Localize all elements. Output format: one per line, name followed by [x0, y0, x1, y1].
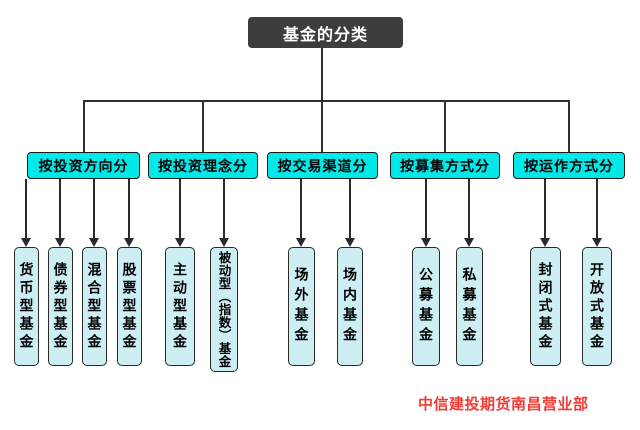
- category-label: 按投资方向分: [38, 157, 129, 174]
- arrowhead-icon: [421, 238, 431, 247]
- leaf-label: 被动型（指数）基金: [216, 251, 231, 368]
- connector-drop-5: [568, 100, 570, 153]
- arrowhead-icon: [296, 238, 306, 247]
- category-label: 按运作方式分: [524, 157, 614, 174]
- arrow-shaft: [349, 179, 351, 239]
- arrow-shaft: [25, 179, 27, 239]
- down-arrow-icon: [296, 179, 306, 248]
- category-label: 按募集方式分: [400, 157, 490, 174]
- category-node-trading-channel: 按交易渠道分: [267, 152, 378, 179]
- arrowhead-icon: [55, 238, 65, 247]
- arrow-shaft: [128, 179, 130, 239]
- leaf-node-active-fund: 主动型基金: [165, 247, 195, 366]
- arrowhead-icon: [124, 238, 134, 247]
- down-arrow-icon: [421, 179, 431, 248]
- leaf-node-private-fund: 私募基金: [456, 247, 483, 366]
- arrowhead-icon: [89, 238, 99, 247]
- leaf-label: 货币型基金: [18, 261, 35, 352]
- leaf-label: 开放式基金: [589, 261, 605, 352]
- arrowhead-icon: [540, 238, 550, 247]
- arrowhead-icon: [464, 238, 474, 247]
- down-arrow-icon: [464, 179, 474, 248]
- arrowhead-icon: [175, 238, 185, 247]
- down-arrow-icon: [175, 179, 185, 248]
- leaf-node-stock-fund: 股票型基金: [117, 247, 142, 366]
- leaf-node-otc-fund: 场外基金: [288, 247, 315, 366]
- down-arrow-icon: [219, 179, 229, 248]
- down-arrow-icon: [345, 179, 355, 248]
- down-arrow-icon: [124, 179, 134, 248]
- arrowhead-icon: [219, 238, 229, 247]
- leaf-node-money-fund: 货币型基金: [14, 247, 39, 366]
- leaf-label: 场内基金: [342, 266, 358, 347]
- down-arrow-icon: [89, 179, 99, 248]
- arrow-shaft: [93, 179, 95, 239]
- arrow-shaft: [544, 179, 546, 239]
- arrowhead-icon: [345, 238, 355, 247]
- leaf-node-hybrid-fund: 混合型基金: [82, 247, 107, 366]
- down-arrow-icon: [540, 179, 550, 248]
- root-node-title: 基金的分类: [248, 17, 403, 48]
- leaf-node-public-fund: 公募基金: [412, 247, 440, 366]
- leaf-node-exchange-fund: 场内基金: [337, 247, 363, 366]
- connector-horizontal-bus: [83, 100, 570, 102]
- connector-root-vertical: [321, 48, 323, 101]
- down-arrow-icon: [55, 179, 65, 248]
- category-label: 按投资理念分: [158, 157, 248, 174]
- leaf-label: 场外基金: [293, 266, 310, 347]
- category-node-fundraising-method: 按募集方式分: [390, 152, 500, 179]
- leaf-label: 债券型基金: [52, 261, 69, 352]
- arrow-shaft: [300, 179, 302, 239]
- arrow-shaft: [468, 179, 470, 239]
- leaf-node-passive-index-fund: 被动型（指数）基金: [210, 247, 238, 372]
- category-label: 按交易渠道分: [277, 157, 368, 174]
- connector-drop-3: [321, 100, 323, 153]
- connector-drop-1: [83, 100, 85, 153]
- leaf-label: 混合型基金: [86, 261, 103, 352]
- arrow-shaft: [59, 179, 61, 239]
- leaf-node-closed-end-fund: 封闭式基金: [530, 247, 561, 366]
- leaf-label: 封闭式基金: [537, 261, 554, 352]
- category-node-investment-philosophy: 按投资理念分: [148, 152, 258, 179]
- credit-text: 中信建投期货南昌营业部: [418, 396, 589, 413]
- leaf-node-bond-fund: 债券型基金: [48, 247, 73, 366]
- arrow-shaft: [223, 179, 225, 239]
- arrow-shaft: [179, 179, 181, 239]
- category-node-investment-direction: 按投资方向分: [27, 152, 140, 179]
- arrowhead-icon: [592, 238, 602, 247]
- leaf-label: 私募基金: [461, 266, 478, 347]
- category-node-operation-method: 按运作方式分: [513, 152, 625, 179]
- arrow-shaft: [596, 179, 598, 239]
- leaf-label: 股票型基金: [121, 261, 138, 352]
- arrow-shaft: [425, 179, 427, 239]
- connector-drop-4: [444, 100, 446, 153]
- connector-drop-2: [202, 100, 204, 153]
- down-arrow-icon: [21, 179, 31, 248]
- leaf-label: 公募基金: [418, 266, 434, 347]
- leaf-node-open-end-fund: 开放式基金: [582, 247, 612, 366]
- down-arrow-icon: [592, 179, 602, 248]
- leaf-label: 主动型基金: [172, 261, 188, 352]
- arrowhead-icon: [21, 238, 31, 247]
